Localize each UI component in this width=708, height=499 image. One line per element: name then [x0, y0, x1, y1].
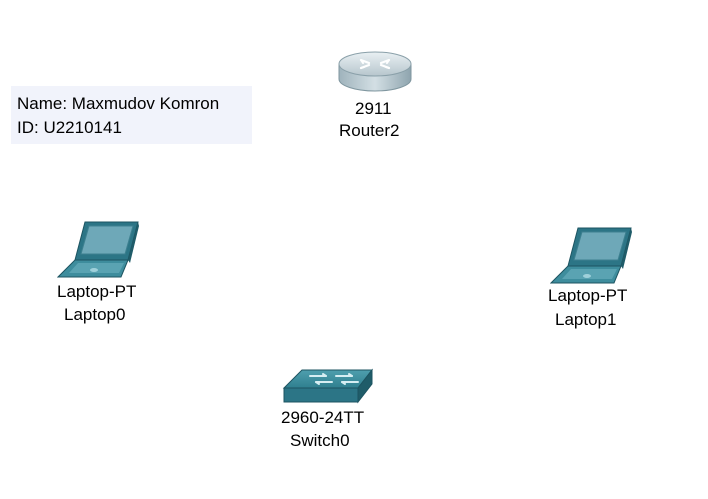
laptop1-device[interactable]: Laptop-PT Laptop1	[540, 224, 660, 334]
laptop1-name-label: Laptop1	[555, 310, 617, 329]
switch-model-label: 2960-24TT	[281, 408, 365, 427]
laptop1-model-label: Laptop-PT	[548, 286, 628, 305]
router-model-label: 2911	[355, 99, 392, 118]
switch-icon	[282, 368, 374, 404]
laptop0-model-label: Laptop-PT	[57, 282, 137, 301]
text-note[interactable]: Name: Maxmudov Komron ID: U2210141	[11, 86, 252, 144]
router-name-label: Router2	[339, 121, 400, 140]
switch-name-label: Switch0	[290, 431, 350, 450]
note-id-line: ID: U2210141	[17, 118, 122, 137]
router-device[interactable]: 2911 Router2	[330, 46, 420, 146]
router-icon	[338, 51, 412, 92]
note-name-line: Name: Maxmudov Komron	[17, 94, 220, 113]
laptop-icon	[550, 227, 632, 284]
laptop0-device[interactable]: Laptop-PT Laptop0	[50, 218, 170, 328]
laptop-icon	[57, 221, 139, 278]
laptop0-name-label: Laptop0	[64, 305, 126, 324]
switch-device[interactable]: 2960-24TT Switch0	[272, 366, 382, 466]
